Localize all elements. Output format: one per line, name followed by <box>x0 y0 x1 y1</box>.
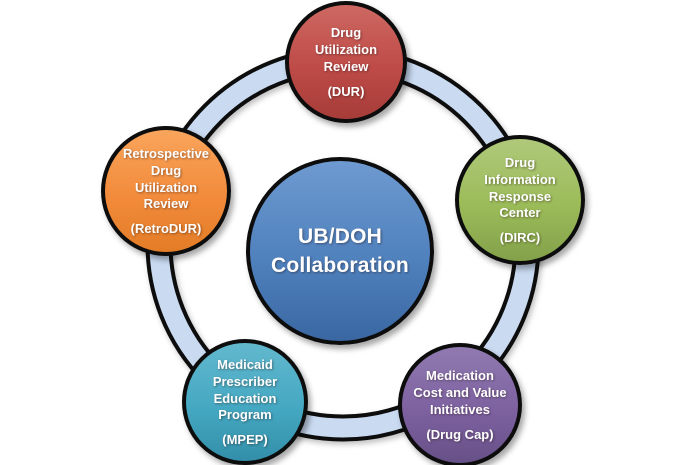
node-label: Medication Cost and Value Initiatives <box>413 368 507 417</box>
center-hub-label: UB/DOH Collaboration <box>271 224 409 277</box>
node-acronym: (DIRC) <box>499 230 541 246</box>
node-drug-information-response-center: Drug Information Response Center (DIRC) <box>455 135 585 265</box>
node-drug-utilization-review: Drug Utilization Review (DUR) <box>285 1 407 123</box>
node-label: Drug Information Response Center <box>484 154 556 221</box>
node-medication-cost-and-value: Medication Cost and Value Initiatives (D… <box>398 343 522 465</box>
node-medicaid-prescriber-education: Medicaid Prescriber Education Program (M… <box>182 339 308 465</box>
node-retrospective-drug-utilization-review: Retrospective Drug Utilization Review (R… <box>101 126 231 256</box>
node-label: Retrospective Drug Utilization Review <box>123 145 209 212</box>
node-label: Medicaid Prescriber Education Program <box>212 356 278 423</box>
node-acronym: (Drug Cap) <box>426 426 494 442</box>
node-label: Drug Utilization Review <box>314 25 378 74</box>
node-acronym: (MPEP) <box>222 432 268 448</box>
node-acronym: (DUR) <box>327 83 365 99</box>
node-center-hub: UB/DOH Collaboration <box>246 157 434 345</box>
node-acronym: (RetroDUR) <box>130 221 202 237</box>
